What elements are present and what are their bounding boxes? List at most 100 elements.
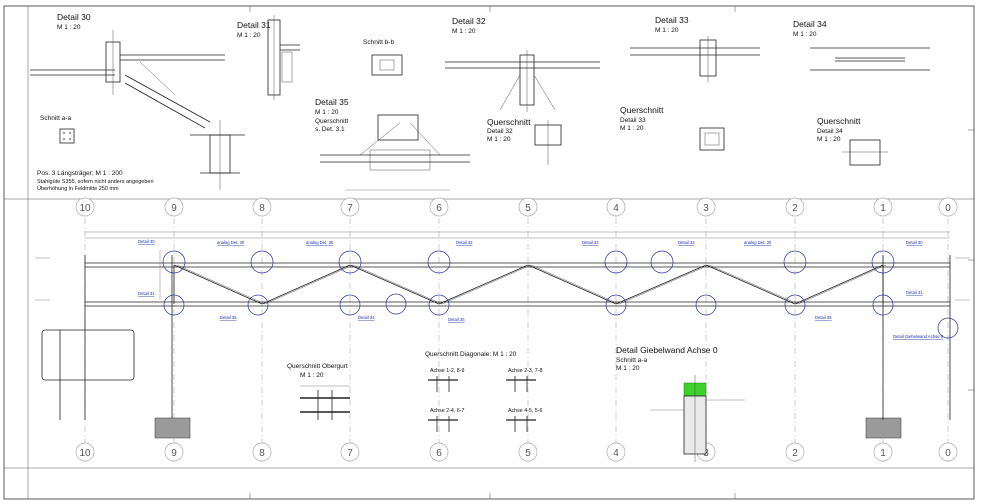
detail-34-marker[interactable]: [385, 293, 407, 315]
truss-diagonal: [438, 264, 529, 305]
detail-marker-top[interactable]: [250, 250, 274, 274]
detail-31-sketch: [190, 15, 300, 190]
axis-bubble-top: [938, 197, 958, 217]
axis-label-bottom: 7: [347, 448, 353, 459]
detail-marker-top[interactable]: [871, 250, 895, 274]
detail-35-scale: M 1 : 20: [315, 109, 339, 116]
detail-marker-top[interactable]: [162, 250, 186, 274]
axis-label-top: 2: [792, 203, 798, 214]
truss-diagonal: [705, 264, 796, 305]
qs33-line2: Detail 33: [620, 117, 646, 124]
link-analog-30-a[interactable]: analog Det. 30: [217, 240, 245, 245]
detail-35-extra1: Querschnitt: [315, 118, 348, 125]
link-detail-35-c[interactable]: Detail 35: [815, 315, 832, 320]
truss-diagonal-edge: [530, 264, 620, 305]
axis-bubble-bottom: [873, 442, 893, 462]
giebelwand-line2: Schnitt a-a: [616, 357, 647, 364]
truss-diagonal-edge: [441, 264, 532, 305]
link-detail-30-right[interactable]: Detail 30: [906, 240, 923, 245]
truss-diagonal-edge: [176, 264, 266, 305]
axis-label-bottom: 0: [945, 448, 951, 459]
axis-label-top: 6: [436, 203, 442, 214]
qs-obergurt-title: Querschnitt Obergurt: [287, 363, 348, 370]
axis-grid: 101099887766554433221100: [75, 197, 958, 462]
link-analog-30-b[interactable]: analog Det. 30: [306, 240, 334, 245]
truss-link-labels: Detail 30 analog Det. 30 analog Det. 30 …: [138, 239, 944, 339]
detail-marker-top[interactable]: [783, 250, 807, 274]
qs32-scale: M 1 : 20: [487, 136, 511, 143]
axis-bubble-bottom: [938, 442, 958, 462]
detail-marker-bottom[interactable]: [605, 294, 627, 316]
axis-bubble-bottom: [340, 442, 360, 462]
detail-marker-bottom[interactable]: [428, 294, 450, 316]
qs32-line2: Detail 32: [487, 128, 513, 135]
link-detail-35-a[interactable]: Detail 35: [220, 315, 237, 320]
axis-label-top: 5: [525, 203, 531, 214]
detail-marker-top[interactable]: [338, 250, 362, 274]
truss-diagonal: [261, 264, 351, 305]
giebelwand-title: Detail Giebelwand Achse 0: [616, 345, 718, 355]
truss-diagonal-edge: [797, 264, 887, 305]
axis-bubble-top: [606, 197, 626, 217]
link-detail-31-right[interactable]: Detail 31: [906, 290, 923, 295]
truss-diagonal-edge: [352, 264, 443, 305]
axis-label-top: 4: [613, 203, 619, 214]
achse-label-3: Achse 2-4, 6-7: [430, 408, 465, 414]
axis-bubble-bottom: [429, 442, 449, 462]
link-analog-30-c[interactable]: analog Det. 30: [744, 240, 772, 245]
detail-marker-top[interactable]: [604, 250, 628, 274]
axis-label-bottom: 8: [259, 448, 265, 459]
axis-bubble-top: [696, 197, 716, 217]
qs34-line2: Detail 34: [817, 128, 843, 135]
link-detail-34[interactable]: Detail 34: [358, 315, 375, 320]
obergurt-section: [300, 385, 350, 420]
detail-marker-bottom[interactable]: [247, 294, 269, 316]
axis-bubble-top: [429, 197, 449, 217]
schnitt-aa-label: Schnitt a-a: [40, 115, 71, 122]
link-detail-32-a[interactable]: Detail 32: [456, 240, 473, 245]
detail-marker-bottom[interactable]: [695, 294, 717, 316]
detail-marker-bottom[interactable]: [872, 294, 894, 316]
axis-label-top: 1: [880, 203, 886, 214]
detail-marker-bottom[interactable]: [339, 294, 361, 316]
link-giebelwand[interactable]: Detail Giebelwand Achse 0: [893, 334, 944, 339]
giebelwand-section: [650, 375, 745, 462]
detail-marker-bottom[interactable]: [784, 294, 806, 316]
axis-label-top: 3: [703, 203, 709, 214]
axis-bubble-bottom: [75, 442, 95, 462]
truss-diagonal: [615, 264, 707, 305]
detail-30-title: Detail 30: [57, 12, 91, 22]
detail-marker-top[interactable]: [427, 250, 451, 274]
detail-35-sketch: [320, 114, 470, 191]
link-detail-31-left[interactable]: Detail 31: [138, 291, 155, 296]
axis-label-bottom: 6: [436, 448, 442, 459]
diagonal-sections: [428, 376, 536, 432]
link-detail-30-left[interactable]: Detail 30: [138, 239, 155, 244]
detail-30-scale: M 1 : 20: [57, 24, 81, 31]
axis-label-bottom: 2: [792, 448, 798, 459]
truss-diagonal: [527, 264, 617, 305]
link-detail-35-b[interactable]: Detail 35: [448, 317, 465, 322]
truss-diagonal: [173, 264, 263, 305]
detail-30-sketch: [30, 30, 225, 144]
axis-bubble-top: [252, 197, 272, 217]
schnitt-bb-label: Schnitt b-b: [363, 39, 394, 46]
axis-label-bottom: 5: [525, 448, 531, 459]
axis-bubble-top: [164, 197, 184, 217]
detail-33-scale: M 1 : 20: [655, 27, 679, 34]
detail-marker-top[interactable]: [650, 250, 674, 274]
axis-bubble-bottom: [606, 442, 626, 462]
truss-diagonal-edge: [708, 264, 799, 305]
link-detail-33[interactable]: Detail 33: [678, 240, 695, 245]
link-detail-32-b[interactable]: Detail 32: [582, 240, 599, 245]
axis-label-bottom: 4: [613, 448, 619, 459]
achse-label-4: Achse 4-5, 5-6: [508, 408, 543, 414]
axis-bubble-top: [785, 197, 805, 217]
giebelwand-marker[interactable]: [937, 317, 959, 339]
detail-35-title: Detail 35: [315, 97, 349, 107]
axis-bubble-bottom: [252, 442, 272, 462]
detail-marker-bottom[interactable]: [163, 294, 185, 316]
detail-32-title: Detail 32: [452, 16, 486, 26]
